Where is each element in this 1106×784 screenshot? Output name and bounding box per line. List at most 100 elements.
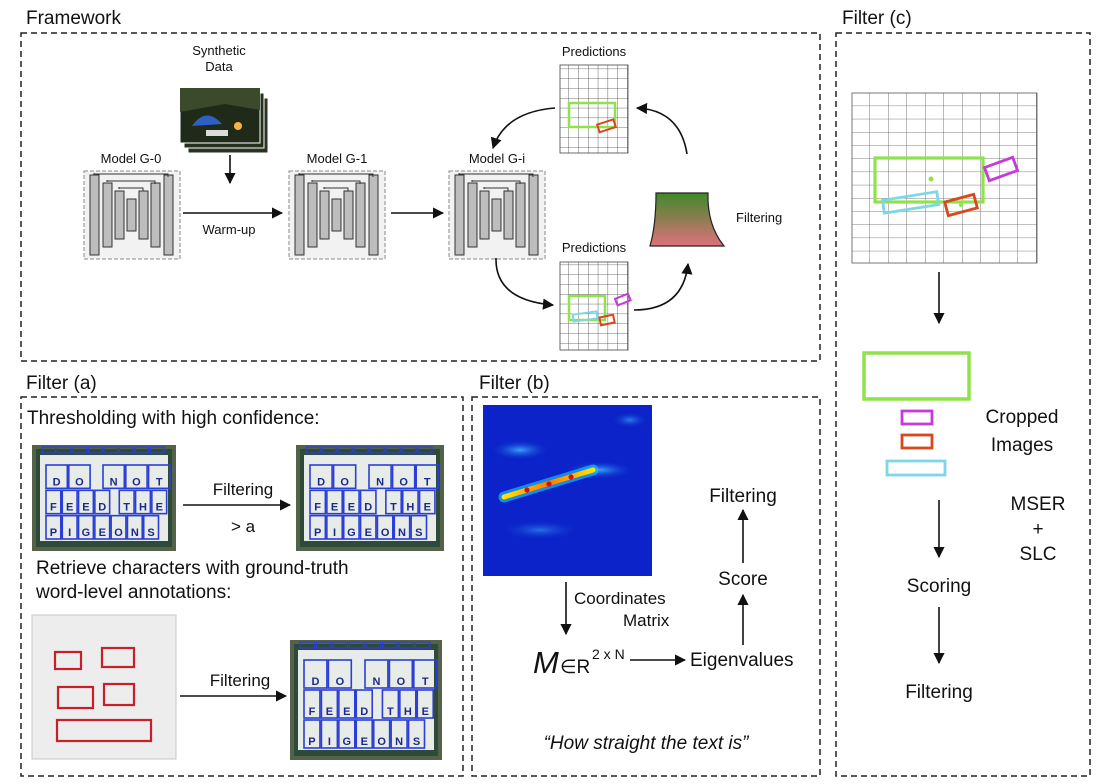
svg-text:O: O [132,476,141,488]
crop-green [862,351,971,401]
svg-text:F: F [50,502,57,514]
synthetic-label-line2: Data [205,59,233,74]
svg-text:D: D [98,502,106,514]
svg-text:D: D [360,706,368,718]
svg-text:E: E [326,706,333,718]
scoring-label: Scoring [907,576,971,597]
svg-text:O: O [377,736,386,748]
filter-c-prediction-grid [851,92,1038,264]
svg-text:I: I [328,736,331,748]
crop-orange [900,433,934,450]
model-gi-label: Model G-i [469,151,525,166]
svg-text:O: O [75,476,84,488]
filter-c-title: Filter (c) [842,8,912,29]
filter-b-title: Filter (b) [479,373,550,394]
filter-a-heading2-line2: word-level annotations: [35,582,231,603]
svg-text:O: O [381,527,390,539]
eigenvalues-label: Eigenvalues [690,650,794,671]
filter-b-filtering-label: Filtering [709,486,777,507]
cropped-label: Cropped [986,407,1059,428]
svg-text:N: N [131,527,139,539]
svg-text:T: T [424,476,431,488]
svg-text:N: N [372,676,380,688]
svg-text:D: D [364,502,372,514]
svg-text:H: H [139,502,147,514]
svg-text:S: S [147,527,154,539]
svg-text:E: E [156,502,163,514]
synthetic-label-line1: Synthetic [192,43,246,58]
model-g0-network [83,170,181,260]
svg-text:N: N [110,476,118,488]
svg-text:E: E [361,736,368,748]
svg-text:T: T [387,706,394,718]
svg-text:T: T [156,476,163,488]
svg-text:T: T [422,676,429,688]
coordinates-label: Coordinates [574,589,666,608]
predictions-top-green-box [567,101,617,129]
svg-text:O: O [114,527,123,539]
gt-annotation-image [31,614,177,760]
svg-text:D: D [317,476,325,488]
straightness-quote: “How straight the text is” [544,733,751,754]
model-gi-network [448,170,546,260]
svg-text:E: E [343,706,350,718]
images-label: Images [991,435,1053,456]
svg-text:H: H [406,502,414,514]
framework-border [20,32,821,362]
svg-text:G: G [343,736,352,748]
predictions-bottom-grid [559,261,632,351]
slc-label: SLC [1020,544,1057,565]
plus-label: + [1032,519,1043,540]
svg-text:E: E [331,502,338,514]
filter-a-arrow1-sub: > a [231,517,256,536]
model-to-predictions-arrow [495,257,555,310]
filter-a-heading2-line1: Retrieve characters with ground-truth [36,558,349,579]
warmup-label: Warm-up [203,222,256,237]
svg-text:E: E [424,502,431,514]
model-g0-label: Model G-0 [101,151,162,166]
svg-text:O: O [336,676,345,688]
svg-text:F: F [309,706,316,718]
filter-c-filtering-label: Filtering [905,682,973,703]
score-label: Score [718,569,768,590]
svg-text:G: G [82,527,91,539]
filter-a-heading1: Thresholding with high confidence: [27,408,320,429]
predictions-bottom-label: Predictions [562,240,627,255]
framework-filtering-label: Filtering [736,210,782,225]
matrix-label: Matrix [623,611,670,630]
svg-text:G: G [347,527,356,539]
formula-m: M [533,645,559,680]
svg-text:T: T [390,502,397,514]
filter-c-orange-box [942,192,980,218]
mser-label: MSER [1011,494,1066,515]
filter-c-panel: Filter (c) Cropped Images MSER + SLC Sco… [835,8,1091,777]
framework-panel: Framework Synthetic Data Model G-0 Model… [20,8,821,362]
heatmap-image [483,405,652,576]
svg-text:N: N [395,736,403,748]
svg-text:F: F [314,502,321,514]
svg-text:N: N [376,476,384,488]
svg-text:E: E [66,502,73,514]
svg-text:P: P [50,527,57,539]
svg-text:E: E [365,527,372,539]
filter-a-border [20,396,464,777]
predictions-top-grid [559,64,629,154]
filter-b-panel: Filter (b) Coordinates Matrix M ∈R 2 x N… [471,373,821,777]
svg-text:H: H [404,706,412,718]
predictions-bottom-orange-box [598,313,616,327]
crop-magenta [900,409,934,426]
svg-text:E: E [422,706,429,718]
svg-text:D: D [53,476,61,488]
predictions-bottom-magenta-box [613,292,632,307]
filter-a-title: Filter (a) [26,373,97,394]
predictions-top-orange-box [595,118,618,134]
svg-text:N: N [398,527,406,539]
svg-text:S: S [413,736,420,748]
predictions-top-label: Predictions [562,44,627,59]
filter-a-panel: Filter (a) Thresholding with high confid… [20,373,464,777]
svg-text:P: P [314,527,321,539]
model-g1-label: Model G-1 [307,151,368,166]
